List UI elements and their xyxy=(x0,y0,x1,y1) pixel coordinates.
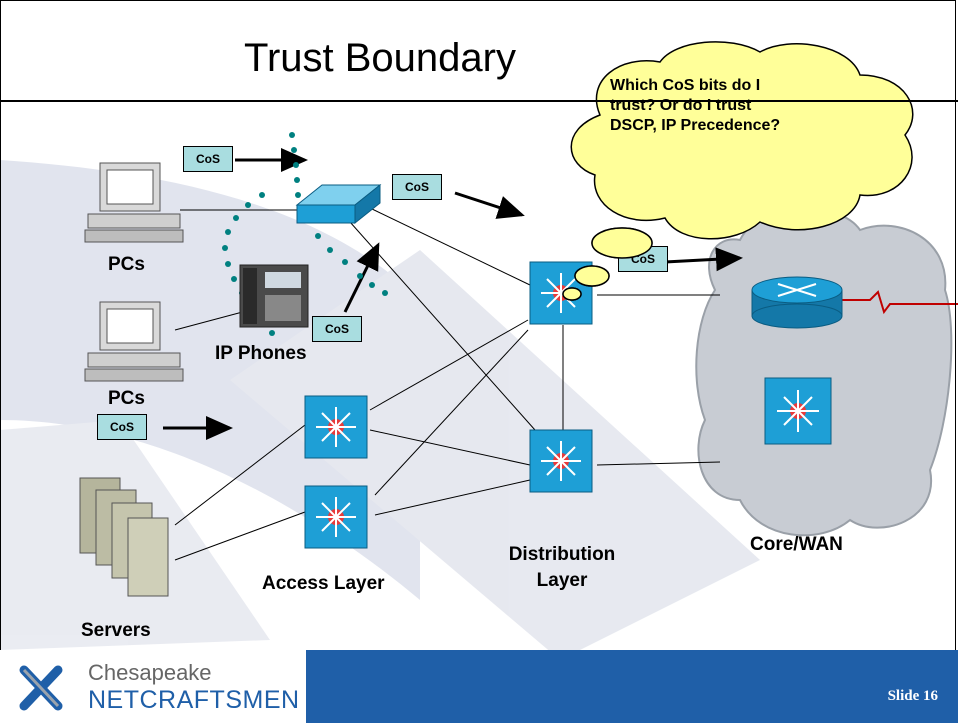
server-icon xyxy=(79,477,169,597)
label-ip-phones: IP Phones xyxy=(215,343,307,364)
logo-area xyxy=(0,650,306,723)
logo-text-bottom: NETCRAFTSMEN xyxy=(88,686,300,714)
label-access-layer: Access Layer xyxy=(262,573,385,594)
links xyxy=(174,207,721,561)
cos-tag: CoS xyxy=(183,146,233,172)
pc-icon xyxy=(84,162,184,243)
label-servers: Servers xyxy=(81,620,151,641)
router-icon xyxy=(751,276,843,329)
pc-icon xyxy=(84,301,184,382)
thought-bubble-text: Which CoS bits do I trust? Or do I trust… xyxy=(610,77,781,134)
ip-phone-icon xyxy=(239,264,309,328)
l3-switch-icon xyxy=(304,395,368,459)
logo-text-top: Chesapeake xyxy=(88,660,212,685)
slide-number: Slide 16 xyxy=(887,688,938,704)
slide-title: Trust Boundary xyxy=(244,36,516,80)
cos-tag: CoS xyxy=(312,316,362,342)
l3-switch-icon xyxy=(529,429,593,493)
cos-tag: CoS xyxy=(618,246,668,272)
l3-switch-icon xyxy=(304,485,368,549)
cos-tag: CoS xyxy=(392,174,442,200)
title-divider xyxy=(0,100,958,102)
label-pcs-top: PCs xyxy=(108,254,145,275)
cos-tag: CoS xyxy=(97,414,147,440)
l3-switch-icon xyxy=(764,377,832,445)
label-core-wan: Core/WAN xyxy=(750,534,843,555)
workgroup-switch-icon xyxy=(295,183,382,225)
logo-x-icon xyxy=(19,665,63,711)
label-pcs-bottom: PCs xyxy=(108,388,145,409)
wan-link xyxy=(842,290,958,315)
label-distribution-layer: Distribution Layer xyxy=(508,544,616,591)
